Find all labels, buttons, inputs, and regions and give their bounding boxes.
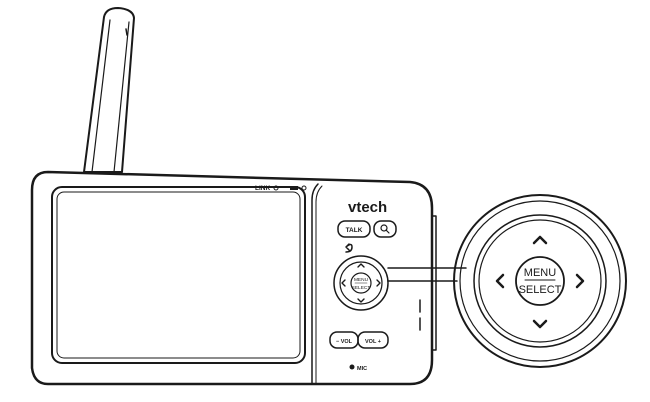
mic-label: MIC	[357, 366, 367, 372]
vol-plus-button[interactable]: VOL +	[357, 331, 389, 349]
device-up-icon[interactable]	[357, 263, 365, 268]
link-label: LINK	[255, 185, 270, 192]
antenna	[83, 7, 135, 173]
device-body	[30, 170, 437, 386]
svg-text:MENU: MENU	[354, 277, 369, 283]
mic-dot	[349, 364, 355, 370]
return-arrow-icon[interactable]	[345, 243, 353, 253]
device-nav-pad: MENU SELECT	[333, 255, 389, 311]
chevron-down-icon[interactable]	[532, 319, 548, 329]
device-left-icon[interactable]	[341, 279, 346, 287]
svg-text:− VOL: − VOL	[336, 339, 353, 345]
chevron-right-icon[interactable]	[575, 273, 585, 289]
chevron-up-icon[interactable]	[532, 235, 548, 245]
svg-text:VOL +: VOL +	[365, 339, 381, 345]
svg-text:SELECT: SELECT	[519, 284, 562, 296]
magnifier-icon	[380, 224, 390, 234]
svg-text:MENU: MENU	[524, 267, 556, 279]
talk-label: TALK	[346, 227, 363, 234]
video-screen	[51, 186, 306, 364]
device-menu-select-button[interactable]: MENU SELECT	[350, 272, 372, 294]
zoom-button[interactable]	[373, 220, 397, 238]
svg-text:SELECT: SELECT	[352, 285, 371, 291]
menu-select-button[interactable]: MENU SELECT	[515, 256, 565, 306]
device-down-icon[interactable]	[357, 298, 365, 303]
device-right-icon[interactable]	[376, 279, 381, 287]
vol-minus-button[interactable]: − VOL	[329, 331, 359, 349]
callout-lines	[387, 267, 467, 282]
callout-magnified-nav: MENU SELECT	[453, 194, 627, 368]
brand-logo: vtech	[348, 199, 387, 216]
link-indicator	[273, 185, 279, 191]
chevron-left-icon[interactable]	[495, 273, 505, 289]
power-indicator-icon	[290, 186, 298, 190]
talk-button[interactable]: TALK	[337, 220, 371, 238]
